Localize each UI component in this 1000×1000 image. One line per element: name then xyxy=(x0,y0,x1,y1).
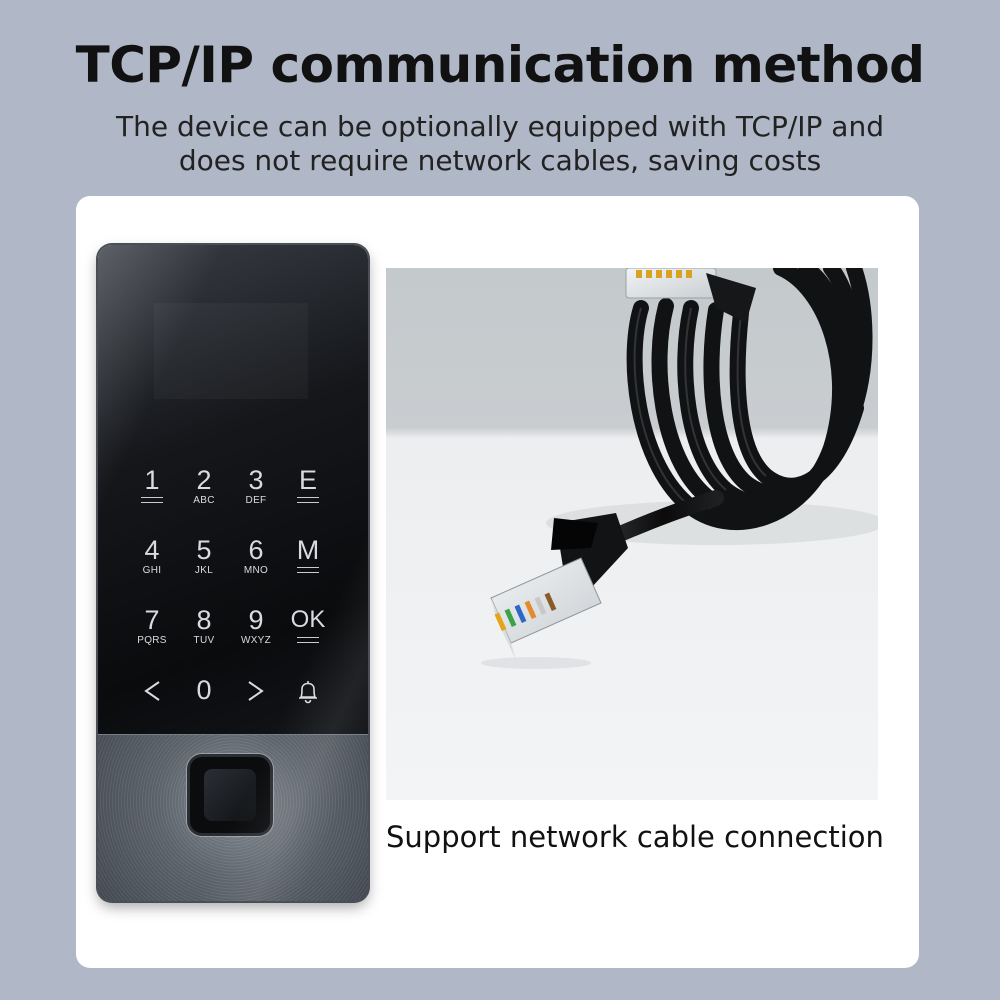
key-digit: 2 xyxy=(196,465,212,495)
page-title: TCP/IP communication method xyxy=(75,36,925,94)
key-letters: WXYZ xyxy=(240,635,272,646)
key-bell xyxy=(282,675,334,745)
bell-icon xyxy=(299,681,317,704)
key-digit: 6 xyxy=(248,535,264,565)
key-letters: TUV xyxy=(193,635,215,646)
key-underline xyxy=(141,497,163,503)
subtitle-line-2: does not require network cables, saving … xyxy=(178,144,822,177)
ethernet-cable-icon xyxy=(481,268,878,669)
key-digit: OK xyxy=(290,606,326,633)
key-underline xyxy=(297,497,319,503)
right-arrow-icon xyxy=(248,681,264,701)
key-ok: OK xyxy=(282,605,334,675)
key-e: E xyxy=(282,465,334,535)
key-digit: 8 xyxy=(196,605,212,635)
key-digit: 7 xyxy=(144,605,160,635)
key-underline xyxy=(297,567,319,573)
left-arrow-icon xyxy=(144,681,160,701)
key-letters: PQRS xyxy=(137,635,167,646)
page-subtitle: The device can be optionally equipped wi… xyxy=(0,110,1000,178)
key-digit: E xyxy=(298,465,317,495)
key-0: 0 xyxy=(178,675,230,745)
key-letters: MNO xyxy=(243,565,269,576)
subtitle-line-1: The device can be optionally equipped wi… xyxy=(115,110,884,143)
key-digit: 5 xyxy=(196,535,212,565)
key-1: 1 xyxy=(126,465,178,535)
key-digit: 0 xyxy=(196,675,212,705)
fingerprint-sensor-icon xyxy=(190,757,270,833)
key-m: M xyxy=(282,535,334,605)
fingerprint-plate xyxy=(98,734,368,901)
key-letters: GHI xyxy=(142,565,162,576)
key-right xyxy=(230,675,282,745)
key-digit: 4 xyxy=(144,535,160,565)
device-display xyxy=(154,303,308,399)
network-cable-photo xyxy=(386,268,878,800)
key-letters: JKL xyxy=(194,565,214,576)
key-letters: DEF xyxy=(245,495,267,506)
key-digit: 9 xyxy=(248,605,264,635)
key-digit: M xyxy=(296,535,320,565)
key-letters: ABC xyxy=(193,495,215,506)
key-digit: 3 xyxy=(248,465,264,495)
photo-caption: Support network cable connection xyxy=(386,820,884,854)
key-left xyxy=(126,675,178,745)
key-digit: 1 xyxy=(144,465,160,495)
key-underline xyxy=(297,637,319,643)
